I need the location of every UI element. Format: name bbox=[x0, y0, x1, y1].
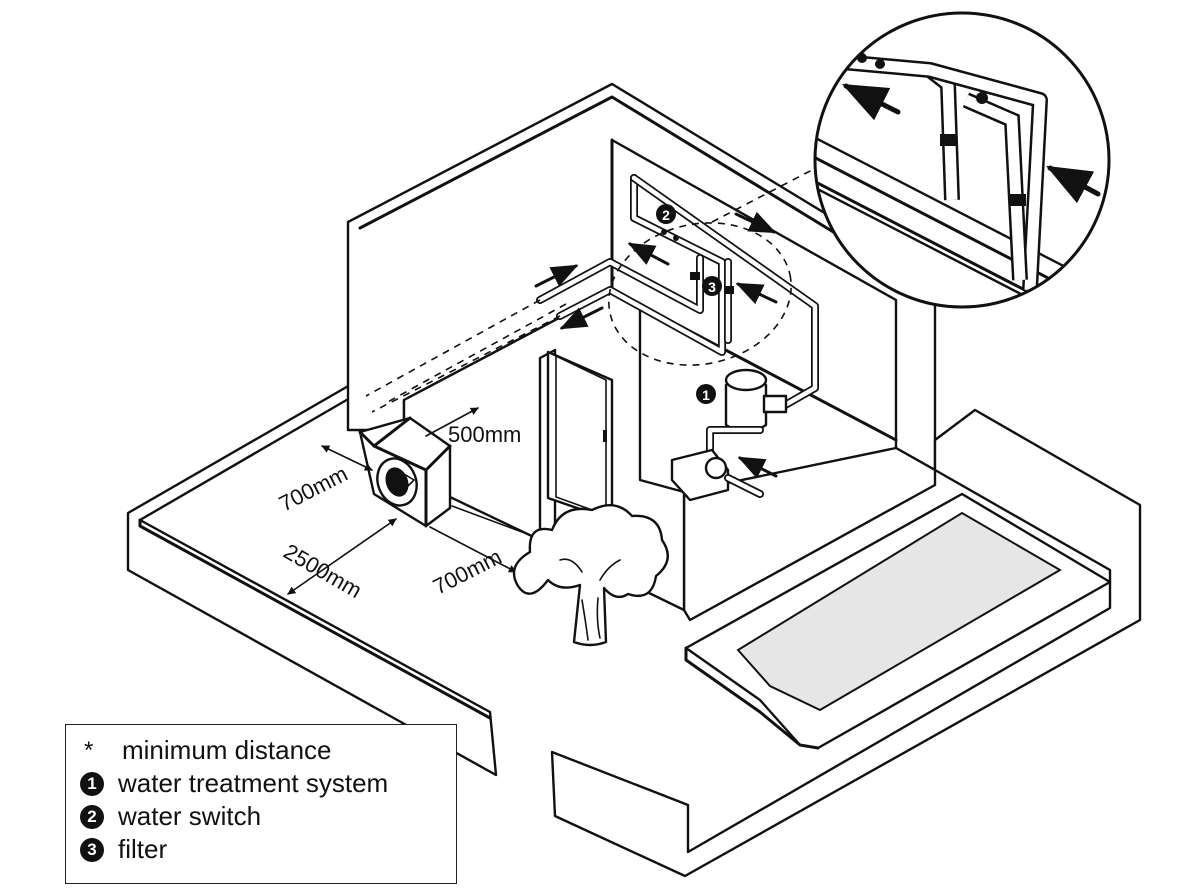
callout-line bbox=[711, 169, 813, 223]
flow-arrows bbox=[534, 211, 778, 479]
legend-label: minimum distance bbox=[122, 735, 332, 765]
water-treatment-system bbox=[670, 368, 788, 502]
interior-pipes bbox=[536, 174, 819, 412]
dim-front-clearance: 700mm bbox=[275, 461, 352, 517]
legend-box: * minimum distance 1 water treatment sys… bbox=[65, 724, 457, 884]
legend-label: water switch bbox=[118, 801, 262, 831]
pool bbox=[550, 408, 1142, 878]
legend-mark-1: 1 bbox=[80, 771, 104, 796]
legend-mark-asterisk: * bbox=[84, 736, 94, 764]
marker-water-switch: 2 bbox=[656, 204, 676, 224]
marker-filter: 3 bbox=[702, 276, 722, 296]
legend-label: water treatment system bbox=[118, 768, 389, 798]
dim-top-clearance: 500mm bbox=[448, 422, 521, 447]
heat-pump-unit bbox=[358, 416, 452, 528]
dimension-lines bbox=[287, 407, 523, 595]
connection-pipes bbox=[365, 299, 567, 413]
legend-label: filter bbox=[118, 834, 168, 864]
legend-item-water-treatment: 1 water treatment system bbox=[80, 767, 456, 800]
legend-mark-2: 2 bbox=[80, 804, 104, 829]
svg-text:2: 2 bbox=[662, 207, 670, 223]
svg-text:3: 3 bbox=[708, 279, 716, 295]
svg-text:1: 1 bbox=[702, 387, 710, 403]
legend-mark-3: 3 bbox=[80, 837, 104, 862]
zoom-detail bbox=[813, 11, 1111, 309]
marker-water-treatment: 1 bbox=[696, 384, 716, 404]
legend-item-filter: 3 filter bbox=[80, 833, 456, 866]
legend-item-water-switch: 2 water switch bbox=[80, 800, 456, 833]
legend-item-minimum-distance: * minimum distance bbox=[80, 734, 456, 767]
detail-callout-circle bbox=[608, 222, 792, 366]
dim-side-clearance: 700mm bbox=[429, 544, 506, 600]
tree-illustration bbox=[512, 504, 669, 647]
